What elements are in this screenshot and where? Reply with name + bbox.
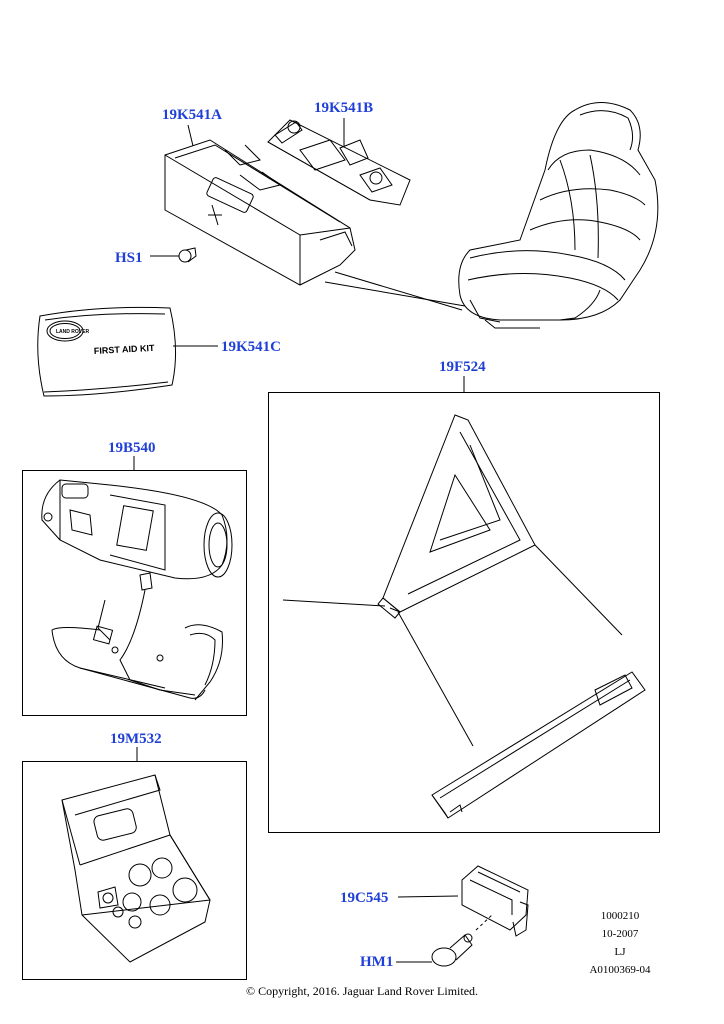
part-label-19K541C[interactable]: 19K541C bbox=[221, 339, 281, 355]
part-label-19B540[interactable]: 19B540 bbox=[108, 440, 156, 456]
part-label-19M532[interactable]: 19M532 bbox=[110, 731, 162, 747]
triangle-case bbox=[431, 671, 646, 819]
frame-19B540 bbox=[22, 470, 247, 716]
copyright-notice: © Copyright, 2016. Jaguar Land Rover Lim… bbox=[245, 984, 479, 998]
frame-19M532 bbox=[22, 761, 247, 980]
push-pin-HM1 bbox=[396, 914, 493, 967]
land-rover-logo-text: LAND ROVER bbox=[56, 329, 89, 335]
storage-box-19K541A bbox=[164, 124, 356, 286]
meta-line-1: 1000210 bbox=[600, 910, 640, 922]
part-label-19C545[interactable]: 19C545 bbox=[340, 890, 389, 906]
clip-19C545 bbox=[397, 865, 529, 937]
meta-line-3: LJ bbox=[614, 946, 626, 958]
first-aid-kit-19K541C bbox=[37, 306, 218, 397]
part-label-19K541B[interactable]: 19K541B bbox=[314, 100, 374, 116]
part-label-HM1[interactable]: HM1 bbox=[360, 954, 394, 970]
tray-19K541B bbox=[267, 118, 411, 206]
land-rover-logo-icon bbox=[46, 320, 84, 342]
part-label-19K541A[interactable]: 19K541A bbox=[162, 107, 222, 123]
meta-line-4: A0100369-04 bbox=[589, 964, 651, 976]
bulb-kit-19M532 bbox=[61, 774, 211, 963]
first-aid-kit-text: FIRST AID KIT bbox=[94, 343, 156, 356]
extinguisher-19B540 bbox=[41, 479, 233, 580]
pointer-line bbox=[334, 271, 463, 311]
extinguisher-bracket bbox=[51, 572, 223, 701]
seat-illustration bbox=[458, 102, 659, 329]
part-label-HS1[interactable]: HS1 bbox=[115, 250, 143, 266]
screw-HS1 bbox=[150, 247, 197, 263]
warning-triangle-19F524 bbox=[282, 414, 623, 747]
frame-19F524 bbox=[268, 392, 660, 833]
meta-line-2: 10-2007 bbox=[601, 928, 639, 940]
part-label-19F524[interactable]: 19F524 bbox=[439, 359, 486, 375]
